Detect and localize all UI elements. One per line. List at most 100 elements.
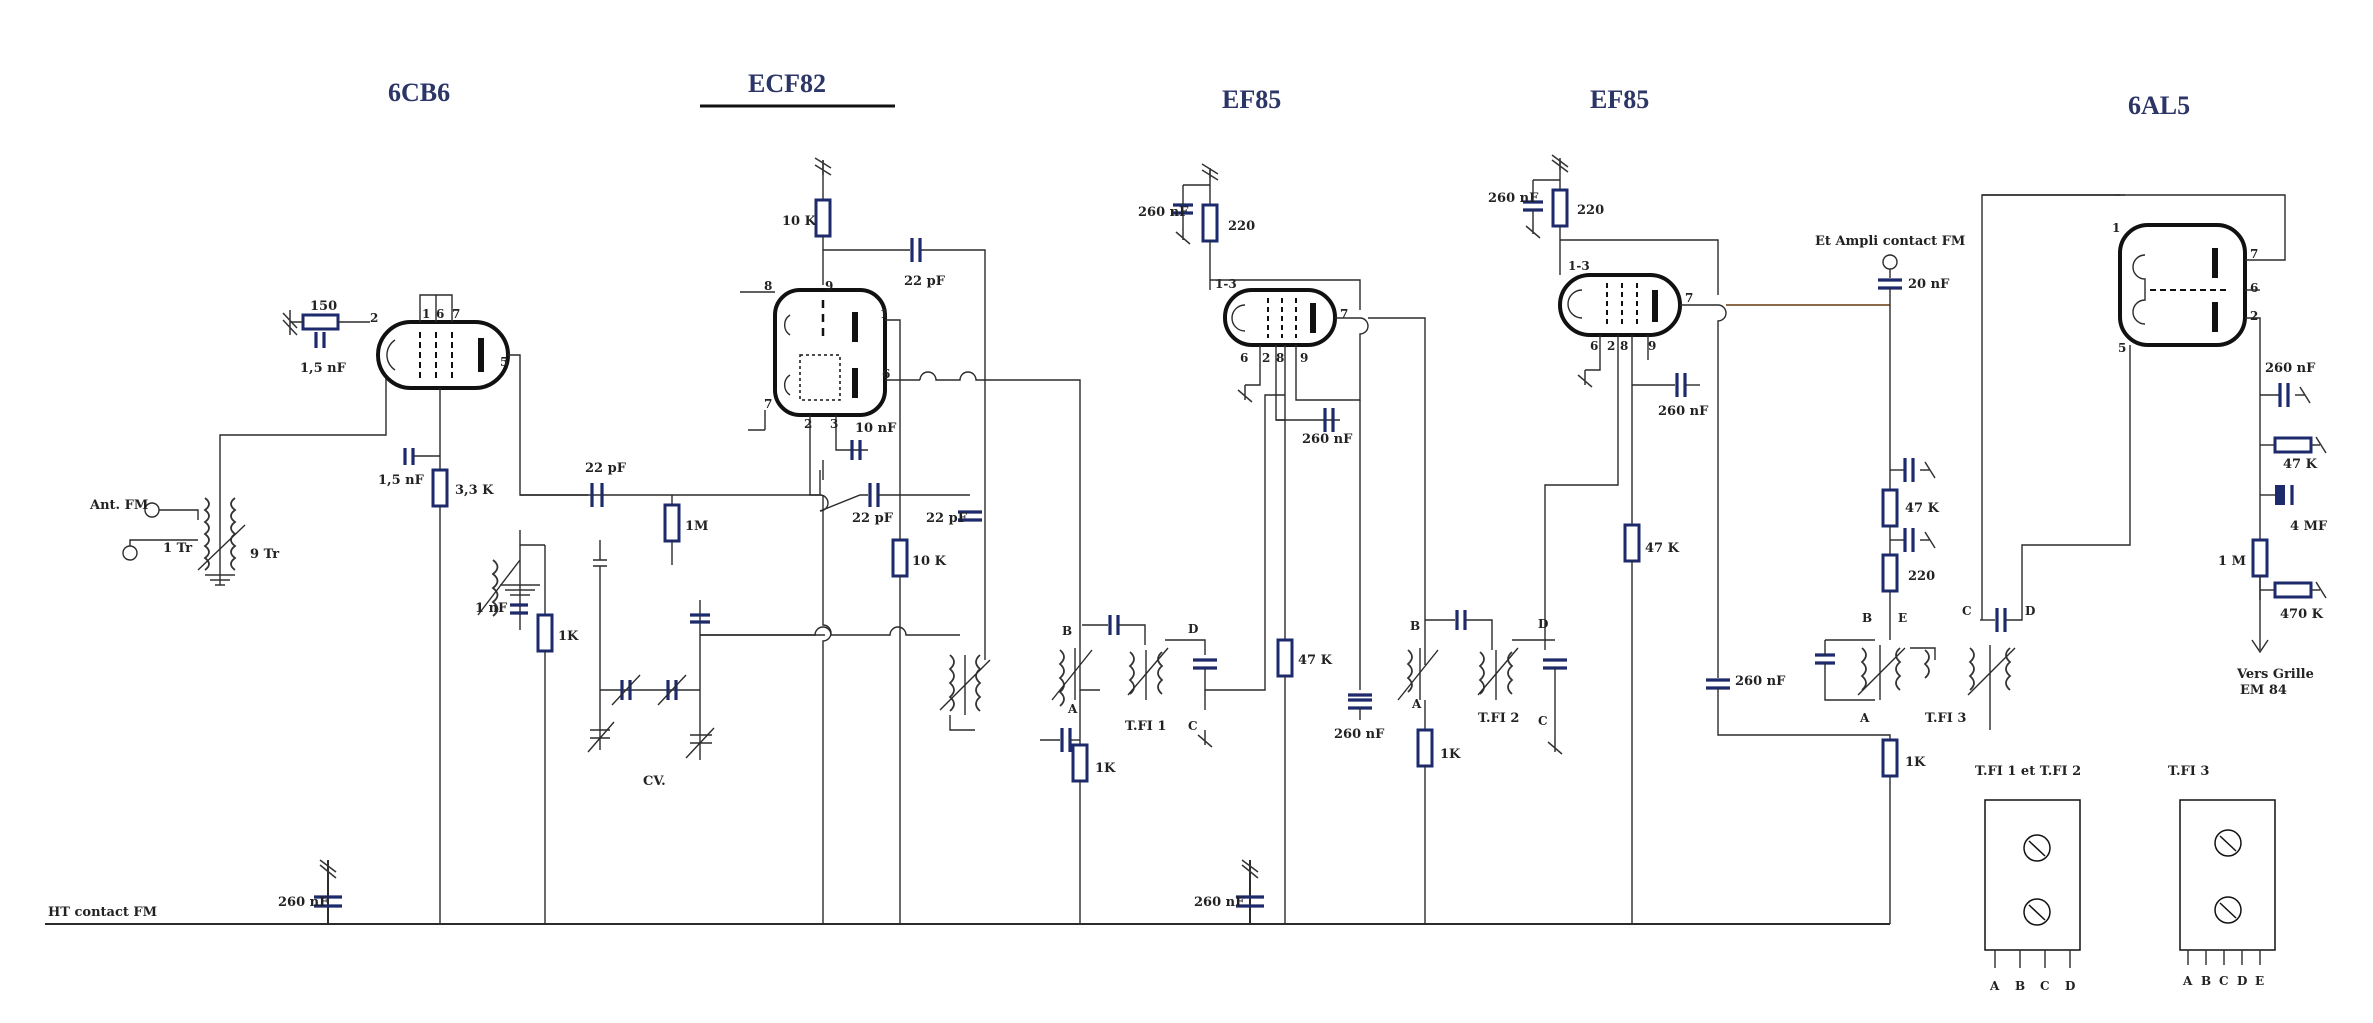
c15nf-b-label: 1,5 nF <box>378 473 425 488</box>
tube-title-ef85-2: EF85 <box>1590 85 1649 114</box>
c260-e-label: 260 nF <box>1658 404 1709 419</box>
v1-pin-5: 5 <box>500 355 508 369</box>
v1-pin-6: 6 <box>436 307 444 321</box>
c1nf-label: 1 nF <box>475 601 508 616</box>
tfi1-term-d: D <box>1188 622 1198 636</box>
tfi3-term-c: C <box>1962 604 1972 618</box>
cv-label: CV. <box>643 774 666 789</box>
tfi2-term-c: C <box>1538 714 1548 728</box>
v5-pin-2: 2 <box>2250 309 2258 323</box>
v2-pin-8: 8 <box>764 279 772 293</box>
c260-d-label: 260 nF <box>1488 191 1539 206</box>
r1k-a-label: 1K <box>558 629 579 644</box>
v3-pin-1-3: 1-3 <box>1215 277 1237 291</box>
tube-6al5 <box>2118 223 2247 347</box>
r1k-b-label: 1K <box>1095 761 1116 776</box>
c20nf-label: 20 nF <box>1908 277 1950 292</box>
r150-label: 150 <box>310 299 337 314</box>
module-1-title: T.FI 1 et T.FI 2 <box>1975 764 2081 779</box>
c22pf-a-label: 22 pF <box>585 461 627 476</box>
v2-pin-9: 9 <box>825 279 833 293</box>
v2-pin-1: 1 <box>880 307 888 321</box>
c22pf-c-label: 22 pF <box>852 511 894 526</box>
v3-pin-6: 6 <box>1240 351 1248 365</box>
tube-title-ecf82: ECF82 <box>748 69 826 98</box>
tfi3-term-b: B <box>1862 611 1872 625</box>
v3-pin-9: 9 <box>1300 351 1308 365</box>
tfi3-term-a: A <box>1859 711 1870 725</box>
module-1-pin-b: B <box>2015 979 2025 993</box>
v4-pin-8: 8 <box>1620 339 1628 353</box>
r220-a-label: 220 <box>1228 219 1255 234</box>
tube-ef85-2 <box>1558 273 1682 337</box>
module-2-title: T.FI 3 <box>2168 764 2209 779</box>
stage-ecf82: 10 K 22 pF 8 9 1 6 7 2 3 10 nF 22 p <box>700 160 1081 924</box>
ht-bus: HT contact FM 260 nF 260 nF <box>45 860 1890 925</box>
tfi2-term-b: B <box>1410 619 1420 633</box>
tfi3-term-d: D <box>2025 604 2035 618</box>
v4-pin-9: 9 <box>1648 339 1656 353</box>
r47k-d-label: 47 K <box>2283 457 2318 472</box>
ground-symbols <box>205 154 2327 880</box>
stage-ef85-1: 220 260 nF 1-3 7 6 2 8 9 260 nF 47 K <box>1040 170 1426 924</box>
v5-pin-5: 5 <box>2118 341 2126 355</box>
r470k-label: 470 K <box>2280 607 2324 622</box>
tr1-label: 1 Tr <box>163 541 192 556</box>
r47k-c-label: 47 K <box>1905 501 1940 516</box>
tfi2-term-d: D <box>1538 617 1548 631</box>
tube-6cb6 <box>376 320 510 390</box>
module-tfi3: T.FI 3 A B C D E <box>2168 764 2276 988</box>
v2-pin-7: 7 <box>764 397 772 411</box>
stage-detector: Et Ampli contact FM 20 nF 47 K 220 260 n… <box>1706 194 2328 924</box>
v3-pin-2: 2 <box>1262 351 1270 365</box>
v1-pin-1: 1 <box>422 307 430 321</box>
c4mf-label: 4 MF <box>2290 519 2328 534</box>
tube-ef85-1 <box>1223 288 1337 347</box>
tube-title-6cb6: 6CB6 <box>388 78 450 107</box>
stage-6cb6: Ant. FM 1 Tr 9 Tr 150 1,5 nF 2 1 6 7 5 <box>89 294 825 924</box>
v3-pin-7: 7 <box>1340 307 1348 321</box>
v5-pin-1: 1 <box>2112 221 2120 235</box>
c15nf-a-label: 1,5 nF <box>300 361 347 376</box>
module-1-pin-a: A <box>1989 979 2000 993</box>
c22pf-d-label: 22 pF <box>926 511 968 526</box>
tfi1-term-b: B <box>1062 624 1072 638</box>
module-2-pin-b: B <box>2201 974 2211 988</box>
r220-c-label: 220 <box>1908 569 1935 584</box>
tube-title-6al5: 6AL5 <box>2128 91 2190 120</box>
module-1-pin-c: C <box>2040 979 2050 993</box>
v2-pin-6: 6 <box>882 367 890 381</box>
module-tfi1-tfi2: T.FI 1 et T.FI 2 A B C D <box>1975 764 2081 993</box>
v2-pin-3: 3 <box>830 417 838 431</box>
v4-pin-2: 2 <box>1607 339 1615 353</box>
tfi1-term-a: A <box>1067 702 1078 716</box>
tube-ecf82 <box>773 288 887 417</box>
module-2-pin-c: C <box>2219 974 2229 988</box>
r1m-a-label: 1M <box>685 519 708 534</box>
r1m-b-label: 1 M <box>2218 554 2246 569</box>
c260-g-label: 260 nF <box>2265 361 2316 376</box>
r1k-d-label: 1K <box>1905 755 1926 770</box>
em84-label: EM 84 <box>2240 683 2287 698</box>
v5-pin-7: 7 <box>2250 247 2258 261</box>
v4-pin-1-3: 1-3 <box>1568 259 1590 273</box>
module-1-pin-d: D <box>2065 979 2075 993</box>
module-2-pin-d: D <box>2237 974 2247 988</box>
tfi2-term-a: A <box>1411 697 1422 711</box>
module-2-pin-a: A <box>2182 974 2193 988</box>
tr9-label: 9 Tr <box>250 547 279 562</box>
v4-pin-7: 7 <box>1685 291 1693 305</box>
c260-c-label: 260 nF <box>1334 727 1385 742</box>
v1-pin-2: 2 <box>370 311 378 325</box>
v1-pin-7: 7 <box>452 307 460 321</box>
c260-ht2-label: 260 nF <box>1194 895 1245 910</box>
r10k-a-label: 10 K <box>782 214 817 229</box>
v4-pin-6: 6 <box>1590 339 1598 353</box>
c10nf-label: 10 nF <box>855 421 897 436</box>
tfi1-term-c: C <box>1188 719 1198 733</box>
v5-pin-6: 6 <box>2250 281 2258 295</box>
c260-a-label: 260 nF <box>1138 205 1189 220</box>
tfi3-label: T.FI 3 <box>1925 711 1966 726</box>
tfi1-label: T.FI 1 <box>1125 719 1166 734</box>
